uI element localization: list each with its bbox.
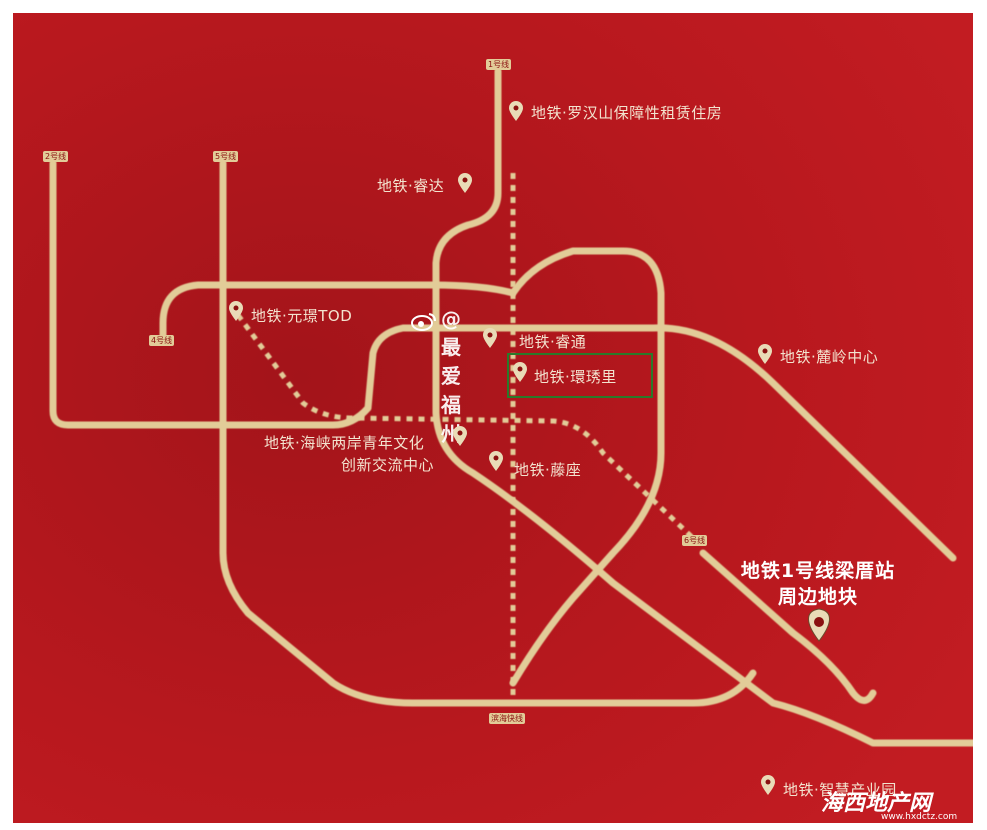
location-pin-icon — [489, 451, 503, 471]
logo-url: www.hxdctz.com — [881, 812, 958, 822]
station-label: 地铁·藤座 — [514, 461, 582, 479]
station-label: 地铁·智慧产业园 — [783, 781, 897, 799]
logo-text: 海西地产网 — [821, 791, 932, 816]
metro-line-6 — [699, 549, 877, 704]
highlight-box — [507, 353, 653, 398]
location-pin-icon — [761, 775, 775, 795]
metro-line-5 — [219, 159, 757, 707]
line-1-tag: 1号线 — [486, 59, 512, 70]
line-2-tag: 2号线 — [43, 151, 69, 162]
station-label-line2: 创新交流中心 — [341, 456, 435, 474]
metro-map: 1号线 2号线 5号线 4号线 6号线 滨海快线 地铁·罗汉山保障性租赁住房 地… — [13, 13, 973, 823]
station-label: 地铁·罗汉山保障性租赁住房 — [531, 104, 723, 122]
station-label: 地铁·睿达 — [377, 177, 445, 195]
featured-pin-icon — [808, 608, 830, 642]
location-pin-icon — [453, 426, 467, 446]
line-4-tag: 4号线 — [149, 335, 175, 346]
station-label: 地铁·麓岭中心 — [780, 348, 879, 366]
metro-map-graphic — [13, 13, 973, 823]
location-pin-icon — [509, 101, 523, 121]
metro-line-1 — [432, 67, 973, 747]
featured-title-line2: 周边地块 — [777, 586, 858, 608]
location-pin-icon — [483, 328, 497, 348]
station-label: 地铁·元璟TOD — [251, 307, 353, 325]
station-label: 地铁·環琇里 — [534, 368, 617, 386]
location-pin-icon — [513, 362, 527, 382]
location-pin-icon — [458, 173, 472, 193]
weibo-icon — [411, 313, 436, 331]
station-label-line1: 地铁·海峡两岸青年文化 — [264, 434, 425, 452]
location-pin-icon — [758, 344, 772, 364]
featured-title-line1: 地铁1号线梁厝站 — [740, 560, 896, 582]
planned-route-diagonal — [235, 313, 695, 540]
line-6-tag: 6号线 — [682, 535, 708, 546]
location-pin-icon — [229, 301, 243, 321]
binhai-express-tag: 滨海快线 — [489, 713, 525, 724]
station-label: 地铁·睿通 — [519, 333, 587, 351]
metro-line-2 — [49, 159, 957, 562]
line-5-tag: 5号线 — [213, 151, 239, 162]
